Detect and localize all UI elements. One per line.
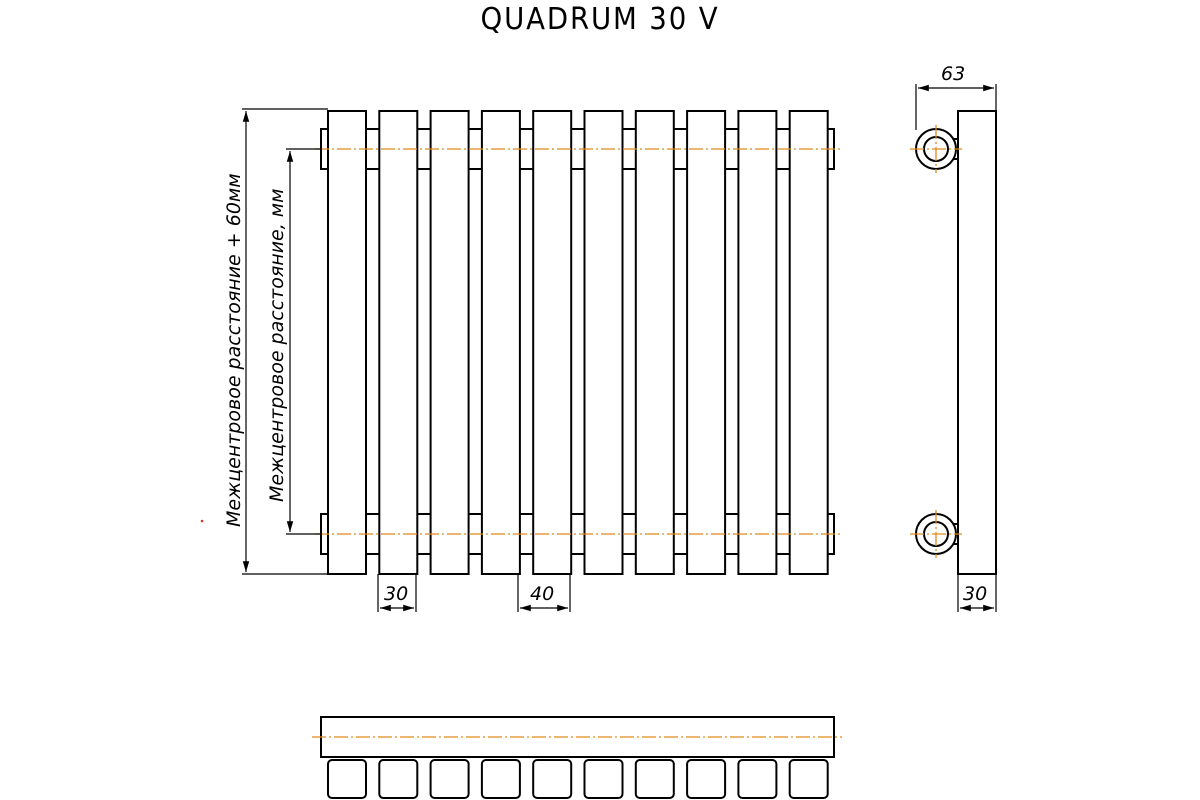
depth-total-dimension: 63 bbox=[915, 63, 997, 130]
depth-section-dimension: 30 bbox=[957, 574, 997, 612]
top-view-section-6 bbox=[583, 759, 624, 799]
top-view-section-1 bbox=[327, 759, 367, 799]
top-view-section-8 bbox=[686, 759, 727, 799]
depth-total-value: 63 bbox=[941, 63, 965, 85]
top-view-section-5 bbox=[532, 759, 573, 799]
radiator-section-10 bbox=[788, 110, 829, 575]
section-pitch-dimension: 40 bbox=[517, 574, 571, 612]
front-sections bbox=[327, 110, 829, 575]
section-width-dimension: 30 bbox=[377, 574, 417, 612]
radiator-section-3 bbox=[429, 110, 470, 575]
height-dimensions: Межцентровое расстояние + 60мм Межцентро… bbox=[223, 108, 328, 575]
radiator-section-6 bbox=[583, 110, 624, 575]
top-view-section-9 bbox=[737, 759, 778, 799]
depth-section-value: 30 bbox=[963, 583, 987, 605]
outer-distance-label: Межцентровое расстояние + 60мм bbox=[223, 173, 245, 527]
top-view-section-3 bbox=[429, 759, 470, 799]
top-view-sections bbox=[327, 759, 829, 799]
inner-distance-label: Межцентровое расстояние, мм bbox=[266, 189, 288, 502]
top-view-section-10 bbox=[788, 759, 829, 799]
side-view bbox=[910, 110, 997, 575]
front-view bbox=[315, 110, 840, 575]
section-pitch-value: 40 bbox=[530, 583, 554, 605]
stray-dot bbox=[200, 519, 204, 523]
radiator-section-9 bbox=[737, 110, 778, 575]
radiator-section-1 bbox=[327, 110, 367, 575]
top-view-section-4 bbox=[480, 759, 521, 799]
radiator-section-5 bbox=[532, 110, 573, 575]
radiator-section-4 bbox=[480, 110, 521, 575]
radiator-section-7 bbox=[634, 110, 675, 575]
side-section-body bbox=[957, 110, 997, 575]
radiator-section-2 bbox=[378, 110, 419, 575]
top-view-section-2 bbox=[378, 759, 419, 799]
top-view bbox=[312, 716, 842, 799]
radiator-section-8 bbox=[686, 110, 727, 575]
section-width-value: 30 bbox=[384, 583, 408, 605]
drawing-title: QUADRUM 30 V bbox=[480, 2, 720, 37]
top-view-section-7 bbox=[634, 759, 675, 799]
